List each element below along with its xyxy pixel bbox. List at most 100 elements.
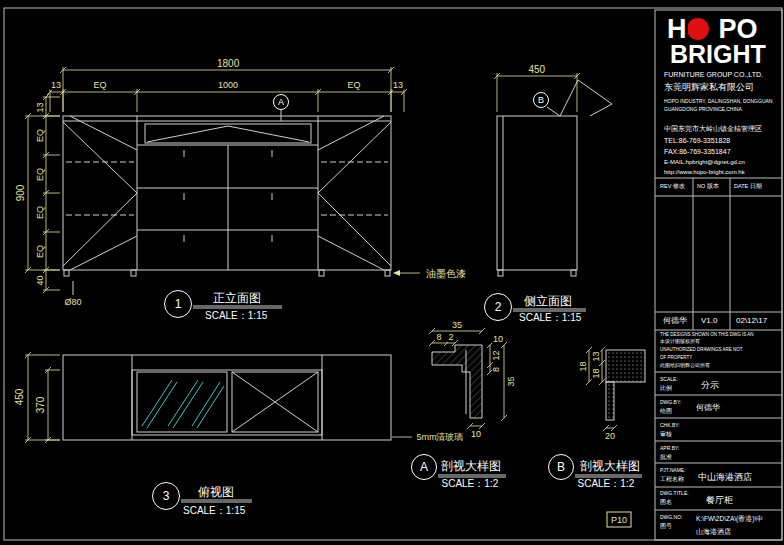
front-elevation-part xyxy=(147,126,309,142)
extension-line xyxy=(25,440,60,441)
title-underline-part xyxy=(438,475,506,476)
front-elevation-part xyxy=(272,150,273,157)
dimension-tick xyxy=(603,425,609,431)
title-block-text: THE DESIGNS SHOWN ON THIS DWG IS AN xyxy=(659,333,754,338)
extension-line xyxy=(391,89,392,112)
plan-view-part xyxy=(192,382,220,426)
title-underline-part xyxy=(181,500,252,501)
plan-view-part xyxy=(322,355,323,440)
dimension-value: 35 xyxy=(451,321,463,330)
side-elevation-part xyxy=(497,116,577,270)
detail-b-part xyxy=(606,382,614,420)
title-block-text: K:\FW\2D\ZA\(香港)\中 xyxy=(695,516,764,523)
front-elevation-part xyxy=(393,270,400,276)
view-title: 俯视图 xyxy=(197,486,235,498)
title-block-text: 审核 xyxy=(659,431,673,437)
plan-view-part xyxy=(232,372,318,432)
dimension-line xyxy=(63,70,391,71)
scale-text: SCALE：1:15 xyxy=(182,506,246,516)
dimension-tick xyxy=(586,379,592,385)
view-title: 剖视大样图 xyxy=(440,460,502,472)
view-marker-circle: B xyxy=(533,92,549,108)
dimension-value: 1000 xyxy=(217,81,239,90)
title-block-text: 何德华 xyxy=(662,317,688,325)
logo-text: BRIGHT xyxy=(669,42,767,67)
dimension-tick xyxy=(479,328,485,334)
plan-view-part xyxy=(197,386,224,428)
title-block-text: 何德华 xyxy=(695,404,721,412)
view-marker-circle: 3 xyxy=(152,482,180,510)
title-block-text: V1.0 xyxy=(700,317,718,325)
marker-text: 1 xyxy=(175,298,182,310)
dimension-tick xyxy=(429,340,435,346)
title-block-text: OF PROPERTY xyxy=(659,356,693,361)
dimension-value: 450 xyxy=(528,65,547,75)
extension-line xyxy=(45,370,60,371)
side-elevation-part xyxy=(498,270,503,276)
front-elevation-part xyxy=(63,121,391,122)
plan-view-part xyxy=(132,355,133,440)
extension-line xyxy=(25,116,60,117)
title-block-text: PJT.NAME: xyxy=(659,468,687,473)
title-block-text: HOPO INDUSTRY, DALINGSHAN, DONGGUAN xyxy=(663,99,773,104)
view-marker-circle: A xyxy=(411,454,437,480)
title-block-part xyxy=(730,178,731,330)
title-block-part xyxy=(655,196,782,197)
view-marker-circle: 2 xyxy=(484,293,512,321)
dimension-value: EQ xyxy=(347,81,362,90)
front-elevation-part xyxy=(272,193,273,200)
scale-text: SCALE：1:2 xyxy=(441,479,500,489)
dimension-line xyxy=(50,92,404,93)
title-underline-part xyxy=(181,502,252,503)
dimension-line xyxy=(497,76,577,77)
title-underline-part xyxy=(575,475,642,476)
view-title: 侧立面图 xyxy=(523,295,573,307)
plan-view-part xyxy=(173,382,203,428)
dimension-value: 8 xyxy=(436,333,443,342)
title-block-text: 东莞明辉家私有限公司 xyxy=(663,83,755,92)
extension-line xyxy=(25,355,60,356)
plan-view xyxy=(63,355,412,440)
title-block-part xyxy=(655,10,782,540)
dimension-value: 13 xyxy=(36,101,45,113)
title-block-text: 山海港酒店 xyxy=(695,528,732,535)
plan-view-part xyxy=(232,372,318,432)
dimension-line xyxy=(470,426,482,427)
note-text: 油墨色漆 xyxy=(425,269,467,279)
extension-line xyxy=(137,89,138,112)
dimension-value: 370 xyxy=(36,396,46,415)
dimension-tick xyxy=(467,423,473,429)
side-elevation-part xyxy=(560,80,612,116)
title-underline-part xyxy=(193,306,282,307)
title-block-text: 本设计图版权所有 xyxy=(659,340,701,345)
title-block-text: http://www.hopo-bright.com.hk xyxy=(663,169,746,175)
title-block-text: E-MAIL:hpbright@dgnet.gd.cn xyxy=(663,159,746,165)
title-block-text: FURNITURE GROUP CO.,LTD. xyxy=(663,71,764,78)
extension-line xyxy=(50,89,51,112)
title-block-text: DWG.BY: xyxy=(659,400,682,405)
plan-view-part xyxy=(132,370,322,435)
marker-text: B xyxy=(557,461,565,473)
dimension-value: Ø80 xyxy=(64,298,83,307)
title-block-text: FAX:86-769-3351847 xyxy=(663,148,732,155)
extension-line xyxy=(63,89,64,112)
front-elevation-part xyxy=(70,116,137,150)
front-elevation-part xyxy=(318,116,384,150)
logo-text: H xyxy=(666,16,688,43)
scale-text: SCALE：1:15 xyxy=(204,311,268,321)
dimension-tick xyxy=(611,425,617,431)
plan-view-part xyxy=(63,355,391,440)
plan-view-part xyxy=(137,372,227,432)
dimension-line xyxy=(432,343,455,344)
dimension-value: 900 xyxy=(16,184,26,203)
front-elevation-part xyxy=(66,162,134,163)
front-elevation-part xyxy=(137,188,318,189)
front-elevation-part xyxy=(137,230,318,231)
dimension-value: P10 xyxy=(610,516,628,525)
front-elevation-part xyxy=(184,235,185,242)
title-block-text: 中国东莞市大岭山镇金桔管理区 xyxy=(663,125,763,132)
dimension-line xyxy=(490,345,491,372)
front-elevation-part xyxy=(272,235,273,242)
dimension-value: 10 xyxy=(492,335,504,344)
title-underline-part xyxy=(513,311,586,312)
